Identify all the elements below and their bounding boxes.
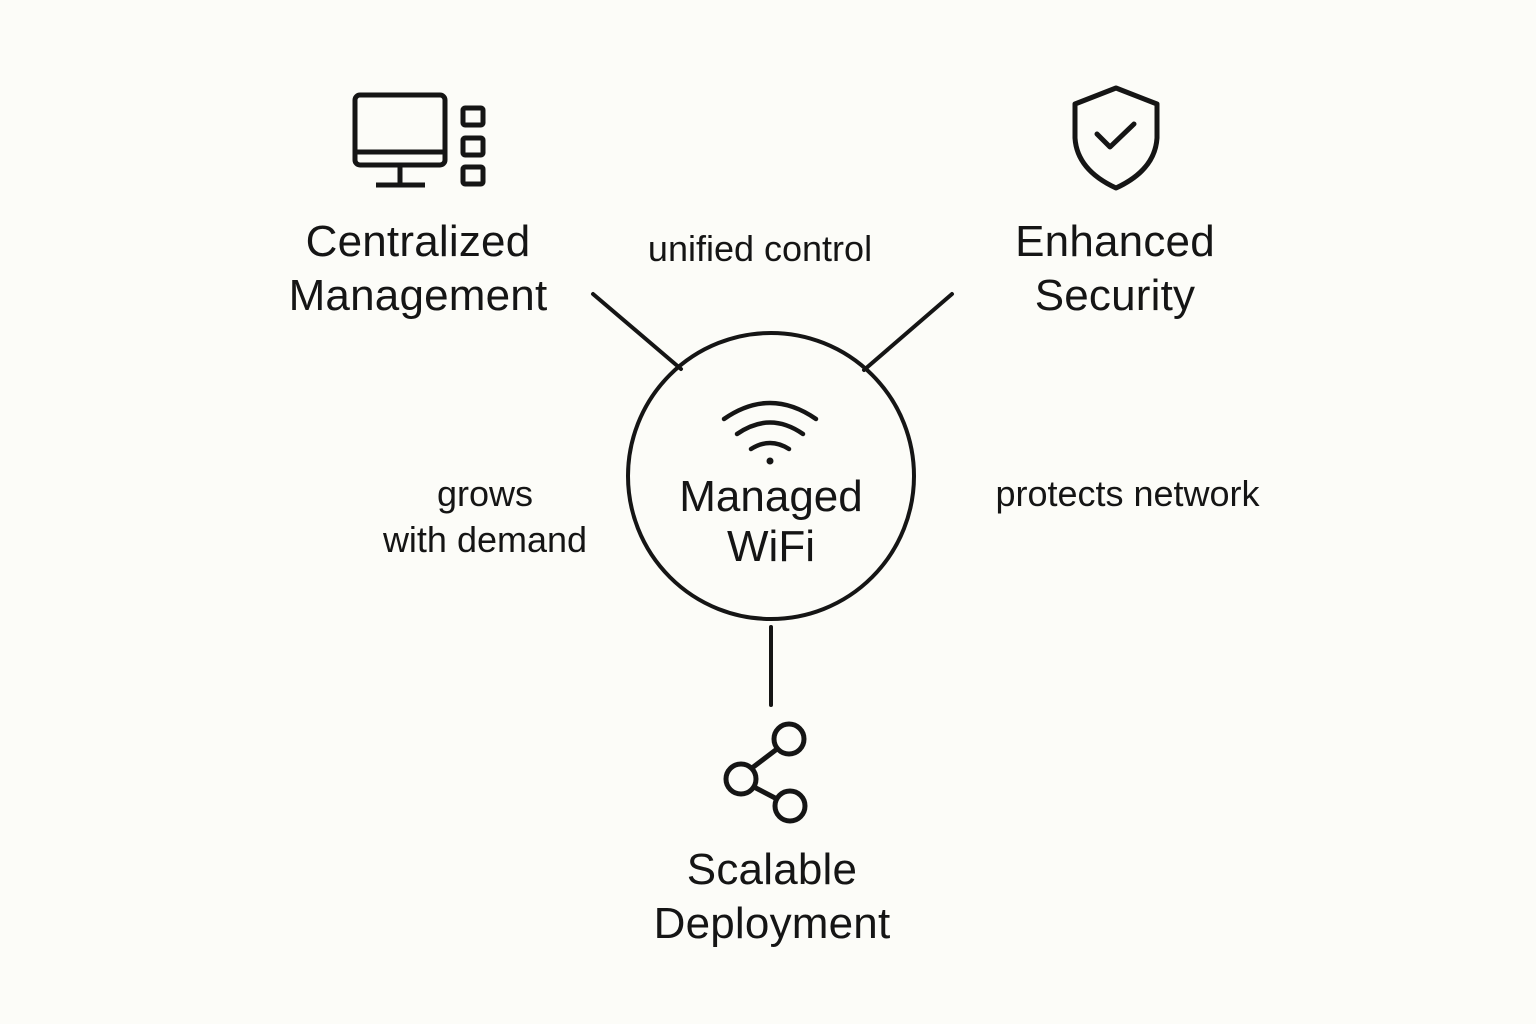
node-security-line1: Enhanced (1015, 217, 1215, 266)
connector-centralized (591, 292, 683, 371)
node-scalable-label: Scalable Deployment (612, 843, 932, 951)
edge-label-protects-network: protects network (995, 473, 1260, 514)
connector-security (862, 292, 954, 372)
edge-label-grows-line2: with demand (382, 519, 588, 560)
node-scalable-line1: Scalable (686, 845, 858, 894)
edge-label-grows-with-demand: grows with demand (345, 471, 625, 563)
center-line2: WiFi (727, 522, 815, 571)
node-centralized-line1: Centralized (305, 217, 531, 266)
share-nodes-icon (723, 721, 808, 824)
node-centralized-label: Centralized Management (258, 215, 578, 323)
center-line1: Managed (679, 472, 863, 521)
node-security-line2: Security (1034, 271, 1196, 320)
center-circle (626, 331, 916, 621)
shield-check-icon (1072, 85, 1160, 191)
monitor-dashboard-icon (352, 92, 486, 188)
wifi-icon (721, 400, 819, 465)
edge-label-unified-control: unified control (647, 228, 873, 269)
node-scalable-line2: Deployment (653, 899, 891, 948)
edge-label-grows-line1: grows (436, 473, 534, 514)
node-centralized-line2: Management (288, 271, 548, 320)
node-security-label: Enhanced Security (955, 215, 1275, 323)
center-label: Managed WiFi (621, 472, 921, 572)
